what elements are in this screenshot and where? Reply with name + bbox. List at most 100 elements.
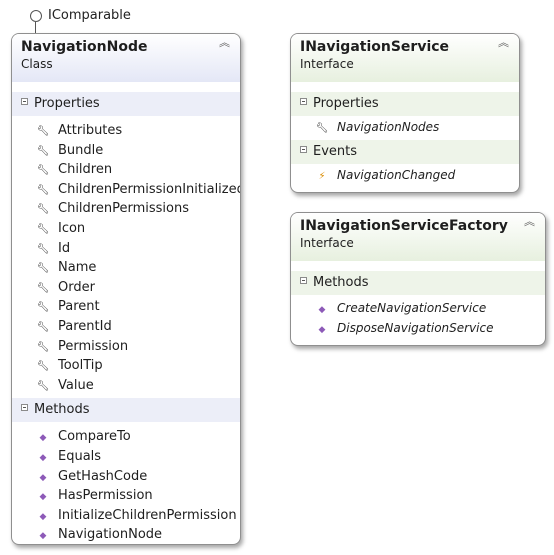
property-label: ChildrenPermissionInitialized	[58, 181, 241, 197]
property-item[interactable]: 🔧︎ ParentId	[12, 317, 240, 337]
property-item[interactable]: 🔧︎ Bundle	[12, 141, 240, 161]
interface-kind: Interface	[300, 236, 354, 250]
method-item[interactable]: ◆ Equals	[12, 447, 240, 467]
collapse-toggle-icon[interactable]	[21, 98, 28, 105]
method-cube-icon: ◆	[39, 433, 47, 444]
double-chevron-up-icon[interactable]: ︽	[524, 215, 535, 228]
property-item[interactable]: 🔧︎Attributes	[12, 121, 240, 141]
event-label: NavigationChanged	[337, 167, 456, 182]
wrench-icon: 🔧︎	[36, 361, 50, 373]
property-item[interactable]: 🔧︎ChildrenPermissions	[12, 199, 240, 219]
property-label: ParentId	[58, 318, 112, 334]
section-label: Events	[313, 143, 358, 159]
wrench-icon: 🔧︎	[315, 123, 329, 134]
method-item[interactable]: ◆ InitializeChildrenPermission	[12, 506, 240, 526]
method-cube-icon: ◆	[39, 531, 47, 542]
method-label: InitializeChildrenPermission	[58, 507, 237, 523]
collapse-toggle-icon[interactable]	[300, 145, 307, 153]
double-chevron-up-icon[interactable]: ︽	[219, 36, 230, 49]
property-label: Permission	[58, 338, 129, 354]
property-item[interactable]: 🔧︎ Name	[12, 258, 240, 278]
section-label: Properties	[34, 96, 100, 111]
method-item[interactable]: ◆ HasPermission	[12, 486, 240, 506]
property-item[interactable]: 🔧︎ Children	[12, 160, 240, 180]
method-cube-icon: ◆	[39, 472, 47, 483]
property-label: Children	[58, 162, 113, 178]
property-label: Attributes	[58, 123, 123, 138]
property-item[interactable]: 🔧︎ Order	[12, 278, 240, 298]
property-item[interactable]: 🔧︎ Icon	[12, 219, 240, 239]
property-item[interactable]: 🔧︎ ToolTip	[12, 356, 240, 376]
wrench-icon: 🔧︎	[36, 321, 50, 333]
property-item[interactable]: 🔧︎ Value	[12, 376, 240, 396]
collapse-toggle-icon[interactable]	[300, 98, 307, 105]
section-label: Methods	[313, 275, 369, 290]
interface-kind: Interface	[300, 57, 354, 71]
property-label: Order	[58, 279, 95, 295]
interface-title: INavigationService	[300, 39, 450, 55]
method-label: HasPermission	[58, 488, 153, 504]
property-label: Id	[58, 240, 71, 256]
class-kind: Class	[21, 57, 53, 71]
property-label: NavigationNodes	[337, 120, 440, 134]
section-label: Properties	[313, 96, 379, 111]
interface-header: INavigationService Interface ︽	[291, 34, 519, 82]
methods-section-header[interactable]: Methods	[12, 398, 240, 423]
navigation-service-interface[interactable]: INavigationService Interface ︽ Propertie…	[290, 33, 520, 193]
double-chevron-up-icon[interactable]: ︽	[498, 36, 509, 49]
property-label: Icon	[58, 220, 86, 236]
property-label: Bundle	[58, 142, 104, 158]
collapse-toggle-icon[interactable]	[300, 277, 307, 284]
property-item[interactable]: 🔧︎ Id	[12, 239, 240, 259]
method-item[interactable]: ◆GetHashCode	[12, 467, 240, 487]
wrench-icon: 🔧︎	[36, 243, 50, 255]
method-label: NavigationNode	[58, 527, 163, 543]
method-label: DisposeNavigationService	[337, 320, 494, 335]
collapse-toggle-icon[interactable]	[21, 404, 28, 412]
events-section-header[interactable]: Events	[291, 139, 519, 164]
property-label: ToolTip	[58, 358, 103, 374]
property-item[interactable]: 🔧︎ ChildrenPermissionInitialized	[12, 180, 240, 200]
property-label: Name	[58, 260, 97, 276]
method-item[interactable]: ◆ NavigationNode	[12, 525, 240, 544]
property-label: Parent	[58, 299, 100, 315]
lightning-icon: ⚡︎	[318, 170, 326, 182]
property-item[interactable]: 🔧︎ NavigationNodes	[291, 118, 519, 138]
method-label: Equals	[58, 448, 102, 464]
wrench-icon: 🔧︎	[36, 184, 50, 196]
method-cube-icon: ◆	[39, 511, 47, 522]
method-label: CompareTo	[58, 429, 131, 445]
wrench-icon: 🔧︎	[36, 165, 50, 177]
class-title: NavigationNode	[21, 39, 148, 55]
wrench-icon: 🔧︎	[36, 282, 50, 294]
event-item[interactable]: ⚡︎ NavigationChanged	[291, 166, 519, 186]
property-item[interactable]: 🔧︎Parent	[12, 297, 240, 317]
navigation-node-class[interactable]: NavigationNode Class ︽ Properties 🔧︎Attr…	[11, 33, 241, 545]
property-label: Value	[58, 377, 94, 393]
method-item[interactable]: ◆ CreateNavigationService	[291, 299, 545, 319]
navigation-service-factory-interface[interactable]: INavigationServiceFactory Interface ︽ Me…	[290, 212, 546, 346]
method-item[interactable]: ◆ CompareTo	[12, 427, 240, 447]
wrench-icon: 🔧︎	[36, 223, 50, 235]
method-label: CreateNavigationService	[337, 301, 487, 315]
method-cube-icon: ◆	[318, 305, 326, 315]
methods-section-header[interactable]: Methods	[291, 271, 545, 295]
interface-title: INavigationServiceFactory	[300, 218, 508, 234]
section-label: Methods	[34, 402, 90, 418]
method-cube-icon: ◆	[39, 452, 47, 463]
wrench-icon: 🔧︎	[36, 380, 50, 392]
wrench-icon: 🔧︎	[36, 263, 50, 275]
method-cube-icon: ◆	[39, 492, 47, 503]
wrench-icon: 🔧︎	[36, 145, 50, 157]
properties-section-header[interactable]: Properties	[12, 92, 240, 116]
icomparable-label: IComparable	[48, 8, 131, 23]
property-item[interactable]: 🔧︎ Permission	[12, 337, 240, 357]
property-label: ChildrenPermissions	[58, 201, 189, 217]
properties-section-header[interactable]: Properties	[291, 92, 519, 116]
wrench-icon: 🔧︎	[36, 341, 50, 353]
method-item[interactable]: ◆ DisposeNavigationService	[291, 319, 545, 339]
interface-header: INavigationServiceFactory Interface ︽	[291, 213, 545, 261]
interface-circle-icon	[30, 10, 42, 22]
lollipop-stem	[35, 22, 36, 42]
method-cube-icon: ◆	[318, 324, 326, 335]
